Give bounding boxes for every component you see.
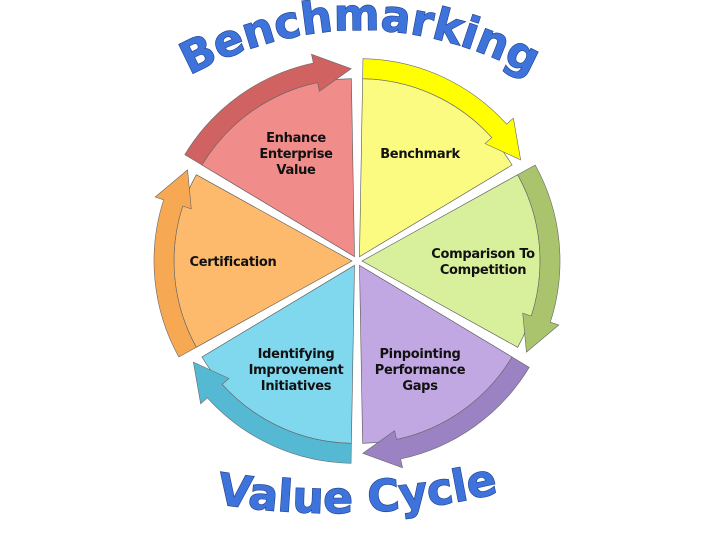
arrow-comparison: [517, 164, 561, 353]
segment-label-comparison: Comparison To Competition: [431, 247, 535, 278]
arrow-pinpointing: [362, 356, 530, 469]
arrow-enhance: [184, 53, 352, 166]
arrow-identifying: [192, 361, 352, 464]
segment-label-pinpointing: Pinpointing Performance Gaps: [374, 347, 466, 394]
segment-label-enhance: Enhance Enterprise Value: [259, 131, 333, 178]
segment-label-certification: Certification: [189, 255, 277, 270]
arrow-certification: [153, 169, 197, 358]
segment-label-benchmark: Benchmark: [380, 147, 460, 162]
title-value-cycle: Value Cycle: [214, 454, 501, 524]
title-benchmarking: Benchmarking: [172, 0, 548, 85]
segment-label-identifying: Identifying Improvement Initiatives: [248, 347, 344, 394]
arrow-benchmark: [362, 58, 522, 161]
